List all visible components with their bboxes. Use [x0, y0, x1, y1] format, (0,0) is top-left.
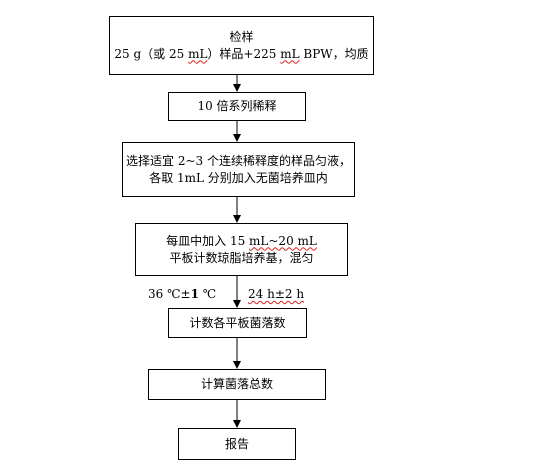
select-box-line1: 选择适宜 2~3 个连续稀释度的样品匀液，	[126, 153, 351, 168]
count-box-text: 计数各平板菌落数	[189, 315, 286, 330]
diluent-unit-mark: mL	[280, 46, 300, 61]
sample-unit-mark: mL	[188, 46, 208, 61]
report-box: 报告	[178, 428, 296, 460]
count-plates-box: 计数各平板菌落数	[168, 308, 307, 338]
sample-box-title: 检样	[229, 29, 254, 44]
pour-volume-mark: mL~20 mL	[249, 233, 317, 248]
pour-volume-text: 每皿中加入 15	[166, 233, 250, 248]
temperature-tolerance: 1	[190, 287, 199, 301]
dilution-box-text: 10 倍系列稀释	[197, 99, 277, 113]
total-count-box: 计算菌落总数	[148, 369, 326, 400]
sample-homogenize-text: BPW，均质	[299, 46, 369, 61]
pour-plate-box: 每皿中加入 15 mL~20 mL 平板计数琼脂培养基，混匀	[135, 223, 348, 276]
sample-box-detail: 25 g（或 25 mL）样品+225 mL BPW，均质	[114, 46, 368, 63]
select-dilution-box: 选择适宜 2~3 个连续稀释度的样品匀液， 各取 1mL 分别加入无菌培养皿内	[122, 142, 355, 197]
total-box-text: 计算菌落总数	[200, 377, 273, 391]
incubation-time: 24 h±2 h	[248, 287, 304, 301]
temperature-unit: ℃	[198, 287, 217, 301]
sample-amount-text: 25 g（或 25	[114, 46, 189, 61]
report-box-text: 报告	[224, 436, 249, 451]
select-box-line2: 各取 1mL 分别加入无菌培养皿内	[149, 170, 328, 185]
dilution-box: 10 倍系列稀释	[168, 92, 306, 121]
sample-diluent-text: ）样品+225	[207, 46, 281, 61]
sample-box: 检样 25 g（或 25 mL）样品+225 mL BPW，均质	[109, 16, 374, 75]
pour-box-line2: 平板计数琼脂培养基，混匀	[169, 250, 314, 265]
pour-box-line1: 每皿中加入 15 mL~20 mL	[166, 233, 317, 250]
incubation-time-text: 24 h±2 h	[248, 287, 305, 301]
incubation-temperature: 36 ℃±1 ℃	[148, 287, 216, 301]
temperature-base: 36 ℃±	[148, 287, 191, 301]
